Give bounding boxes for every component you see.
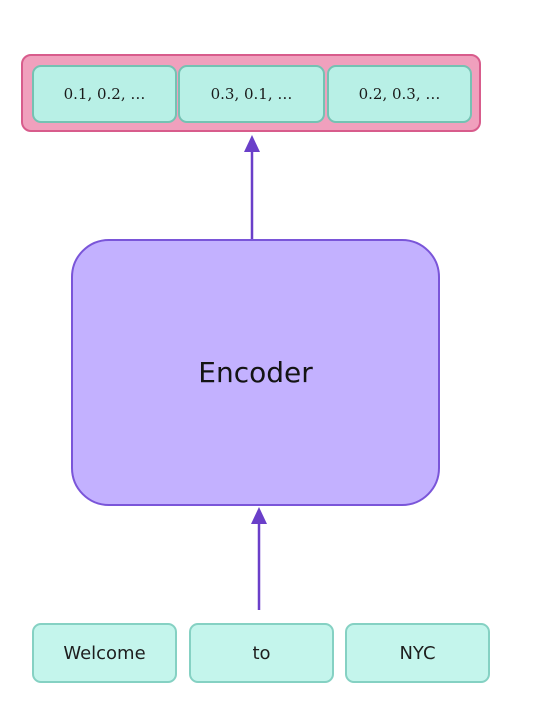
encoder-block: Encoder bbox=[71, 239, 440, 506]
output-vector-3: 0.2, 0.3, … bbox=[327, 65, 472, 123]
input-token-2: to bbox=[189, 623, 334, 683]
input-token-1: Welcome bbox=[32, 623, 177, 683]
output-vector-bar: 0.1, 0.2, … 0.3, 0.1, … 0.2, 0.3, … bbox=[21, 54, 481, 132]
encoder-label: Encoder bbox=[198, 356, 313, 389]
input-to-encoder-arrow bbox=[251, 507, 267, 610]
output-vector-1: 0.1, 0.2, … bbox=[32, 65, 177, 123]
encoder-to-output-arrow bbox=[244, 135, 260, 239]
input-token-3: NYC bbox=[345, 623, 490, 683]
output-vector-2: 0.3, 0.1, … bbox=[178, 65, 325, 123]
